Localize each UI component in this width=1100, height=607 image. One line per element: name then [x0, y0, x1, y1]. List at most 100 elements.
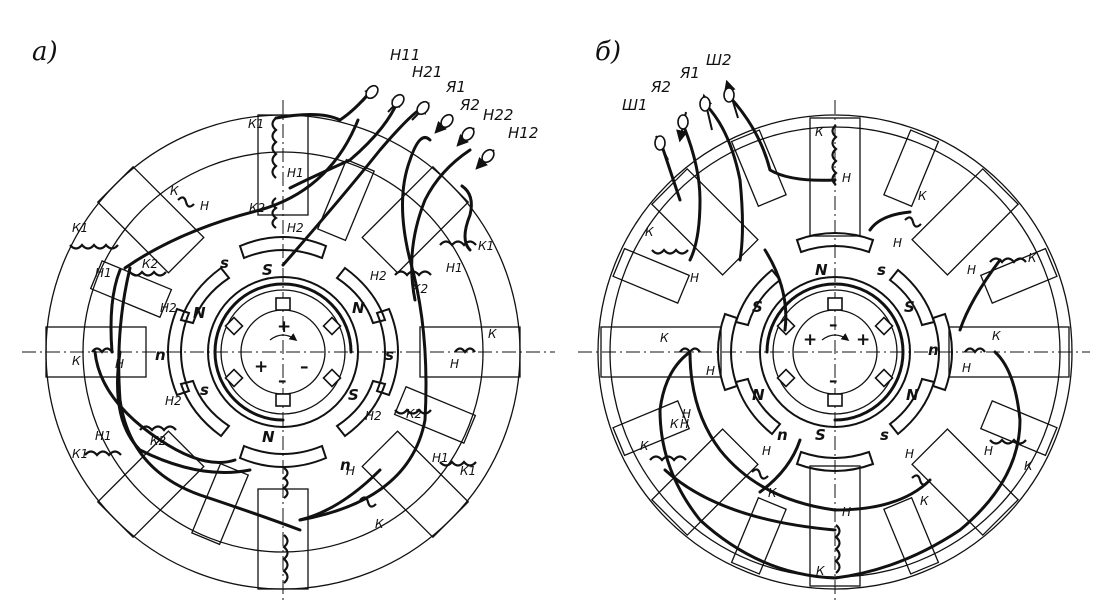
- pole-label: S: [262, 261, 273, 279]
- terminal-label: К: [920, 494, 929, 508]
- terminal-label: К: [488, 327, 497, 341]
- terminal-label: К2: [150, 434, 166, 448]
- brush-lr: [322, 368, 342, 388]
- brush-sign: –: [278, 371, 287, 391]
- brush-sign: –: [300, 357, 309, 377]
- terminal-label: Н: [706, 364, 715, 378]
- terminal-label: К2: [249, 201, 265, 215]
- lead-label: Н11: [390, 46, 420, 64]
- terminal-label: Н1: [95, 266, 112, 280]
- terminal-label: К: [815, 125, 824, 139]
- pole-label: s: [220, 254, 229, 272]
- brush-ll: [224, 368, 244, 388]
- armature-connection-upper: [213, 282, 353, 354]
- pole-label: n: [777, 426, 788, 444]
- terminal-label: Н: [690, 271, 699, 285]
- pole-label: s: [877, 261, 886, 279]
- terminal-label: К1: [460, 464, 476, 478]
- terminal-label: Н: [905, 447, 914, 461]
- brush-sign: –: [829, 315, 838, 335]
- brush-sign: +: [856, 330, 870, 350]
- brush-top: [275, 297, 291, 311]
- frame-inner: [82, 151, 484, 553]
- terminal-label: К2: [412, 282, 428, 296]
- brush-ll: [776, 368, 796, 388]
- armature-connection-lower: [833, 350, 905, 422]
- field-coils: [69, 117, 477, 584]
- terminal-label: К2: [406, 407, 422, 421]
- lead-label: Н22: [483, 106, 513, 124]
- terminal-label: К: [670, 417, 679, 431]
- terminal-label: К: [375, 517, 384, 531]
- brush-ul: [224, 316, 244, 336]
- terminal-label: Н1: [432, 451, 449, 465]
- brush-ur: [322, 316, 342, 336]
- terminal-labels: К Н К Н К Н К Н К Н Н К К Н Н К Н К Н К …: [640, 125, 1037, 578]
- terminal-label: К: [170, 184, 179, 198]
- pole-label: s: [385, 346, 394, 364]
- terminal-label: Н: [962, 361, 971, 375]
- terminal-label: К: [1028, 251, 1037, 265]
- brush-bottom: [827, 393, 843, 407]
- pole-label: N: [752, 386, 765, 404]
- terminal-label: Н2: [165, 394, 182, 408]
- terminal-label: К1: [72, 447, 88, 461]
- lead-label: Н12: [508, 124, 538, 142]
- terminal-label: Н2: [160, 301, 177, 315]
- pole-label: n: [155, 346, 166, 364]
- pole-strips: [45, 114, 521, 590]
- panel-b: б): [578, 37, 1090, 600]
- lead-terminals: [654, 79, 739, 161]
- brush-sign: +: [277, 317, 291, 337]
- terminal-labels: К1 Н1 К2 Н2 К1 Н1 Н2 К2 К1 Н1 Н2 К2 К Н …: [72, 117, 497, 531]
- pole-label: s: [200, 381, 209, 399]
- armature-mid: [772, 289, 898, 415]
- armature-connection-lower: [213, 350, 285, 422]
- terminal-label: Н: [346, 464, 355, 478]
- terminal-label: К1: [72, 221, 88, 235]
- armature-connection-upper: [765, 282, 905, 354]
- armature-outer: [759, 276, 911, 428]
- lead-label: Н21: [412, 63, 442, 81]
- terminal-label: Н1: [287, 166, 304, 180]
- lead-label: Я2: [459, 96, 480, 114]
- terminal-label: Н: [680, 417, 689, 431]
- brush-sign: –: [829, 371, 838, 391]
- lead-label: Я1: [679, 64, 700, 82]
- pole-label: s: [880, 426, 889, 444]
- terminal-label: Н1: [95, 429, 112, 443]
- pole-label: S: [348, 386, 359, 404]
- terminal-label: Н: [682, 407, 691, 421]
- armature-mid: [220, 289, 346, 415]
- brush-sign: +: [803, 330, 817, 350]
- lead-label: Ш1: [622, 96, 648, 114]
- terminal-label: К2: [142, 257, 158, 271]
- panel-b-label: б): [595, 37, 621, 67]
- pole-label: N: [352, 299, 365, 317]
- terminal-label: Н1: [446, 261, 463, 275]
- terminal-label: Н2: [287, 221, 304, 235]
- pole-label: N: [815, 261, 828, 279]
- terminal-label: Н: [115, 357, 124, 371]
- field-coils: [649, 124, 1027, 574]
- terminal-label: К: [72, 354, 81, 368]
- terminal-label: Н: [842, 505, 851, 519]
- terminal-label: Н: [450, 357, 459, 371]
- pole-label: S: [904, 298, 915, 316]
- terminal-label: К1: [248, 117, 264, 131]
- pole-label: n: [928, 341, 939, 359]
- terminal-label: К: [816, 564, 825, 578]
- terminal-label: К: [1024, 459, 1033, 473]
- terminal-label: К: [992, 329, 1001, 343]
- pole-shoes: [167, 236, 399, 468]
- pole-label: S: [815, 426, 826, 444]
- panel-a-label: а): [32, 37, 58, 67]
- terminal-label: К: [918, 189, 927, 203]
- terminal-label: Н2: [370, 269, 387, 283]
- pole-label: N: [262, 428, 275, 446]
- lead-label: Я1: [445, 78, 466, 96]
- brush-sign: +: [254, 357, 268, 377]
- terminal-label: К: [645, 225, 654, 239]
- terminal-label: Н: [984, 444, 993, 458]
- pole-shoes: [717, 232, 953, 472]
